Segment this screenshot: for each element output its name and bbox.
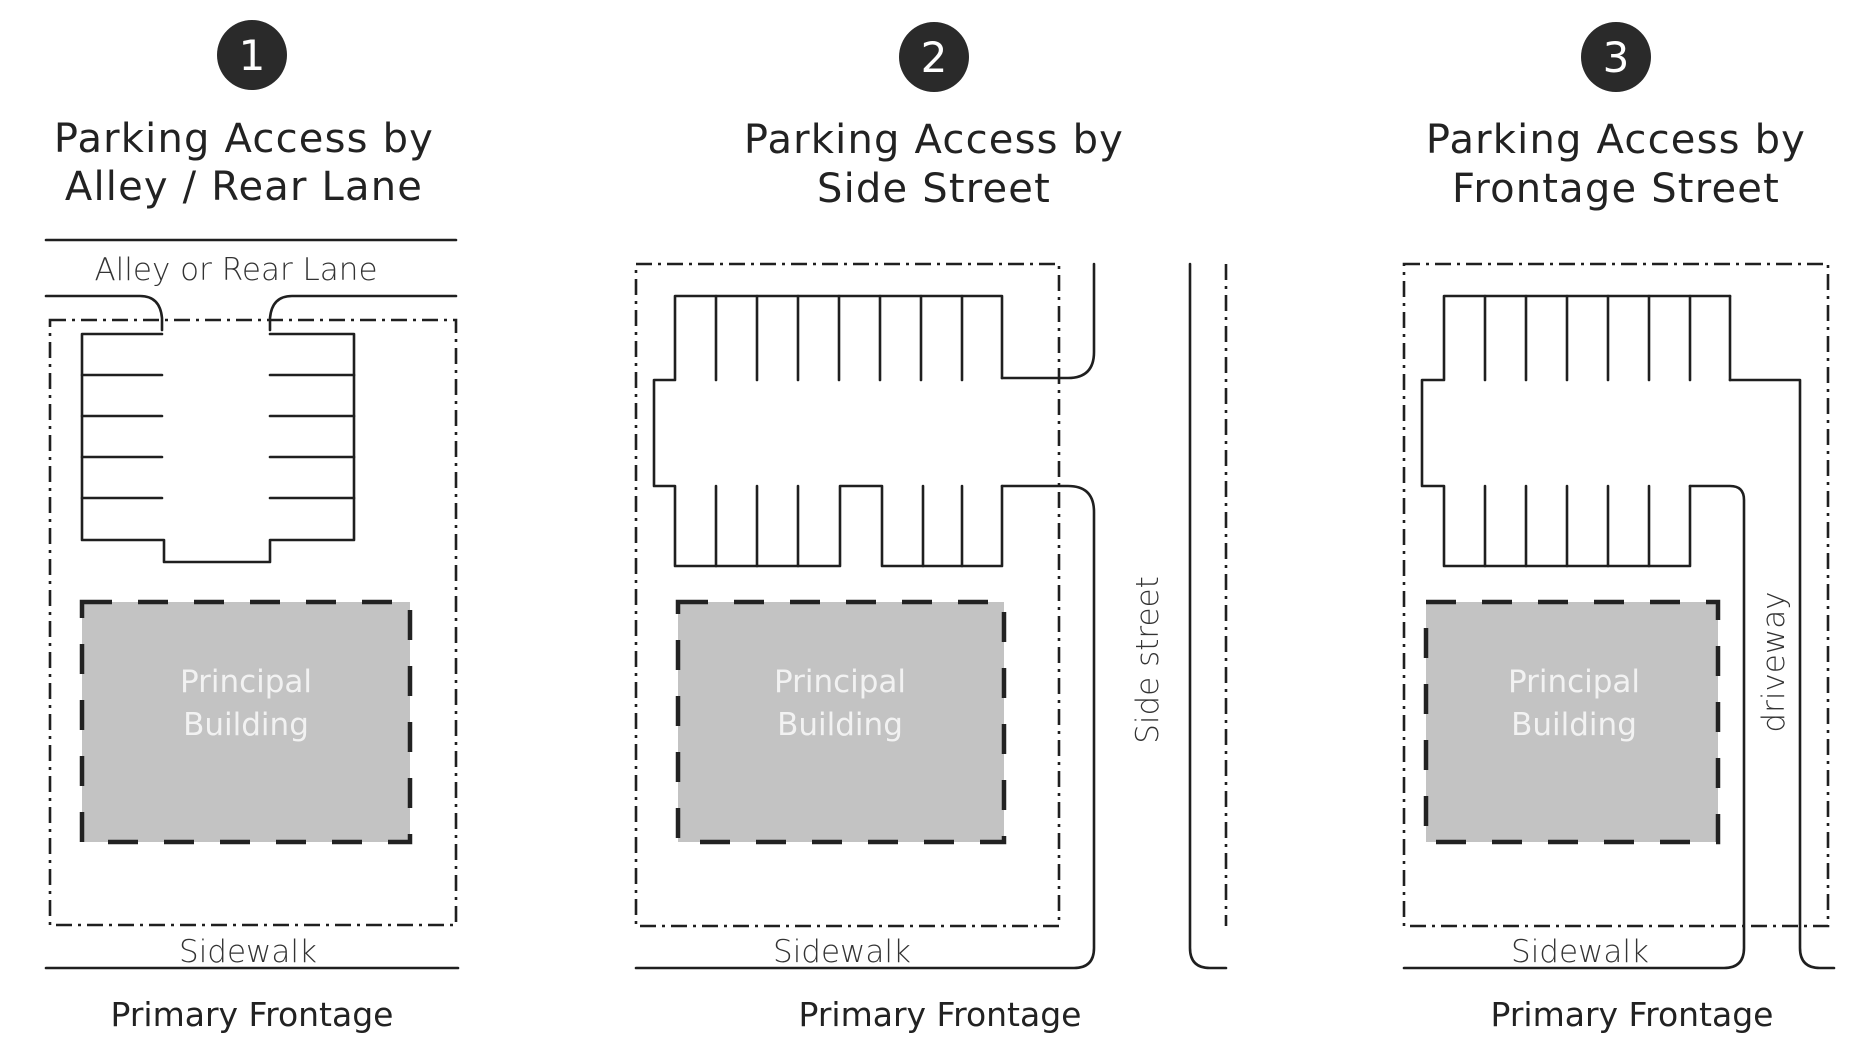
panel-title-line1: Parking Access by (744, 117, 1124, 163)
side-street-curb (1188, 262, 1228, 970)
building-outline (79, 599, 413, 845)
access-drive-upper (1000, 262, 1096, 380)
number-badge-label: 2 (921, 33, 948, 82)
parking-lot (80, 332, 356, 564)
parking-stalls-top (1483, 294, 1732, 382)
primary-frontage-label: Primary Frontage (111, 995, 394, 1034)
panel-title-line1: Parking Access by (1426, 117, 1806, 163)
principal-building (82, 602, 410, 842)
alley-edge-left (44, 294, 164, 332)
parking-stalls-left (80, 373, 164, 500)
sidewalk-label: Sidewalk (773, 934, 911, 970)
lot-line (1402, 262, 1830, 928)
number-badge (217, 20, 287, 90)
parking-stalls-bottom (1483, 484, 1651, 568)
number-badge-label: 1 (239, 31, 266, 80)
parking-lot (652, 294, 1004, 568)
number-badge (899, 22, 969, 92)
driveway-label: driveway (1756, 591, 1792, 732)
panel-side-street-access: 2 Parking Access by Side Street (634, 22, 1228, 1034)
panel-title-line1: Parking Access by (54, 116, 434, 162)
side-street-label: Side street (1130, 576, 1166, 744)
building-label-line1: Principal (180, 664, 312, 700)
parking-stalls-right (268, 373, 356, 500)
panel-frontage-street-access: 3 Parking Access by Frontage Street driv… (1402, 22, 1836, 1034)
number-badge-label: 3 (1603, 33, 1630, 82)
building-label-line1: Principal (1508, 664, 1640, 700)
lot-line (634, 262, 1061, 928)
building-label-line2: Building (777, 707, 903, 743)
driveway-left-edge (1402, 484, 1746, 970)
sidewalk-label: Sidewalk (179, 934, 317, 970)
driveway-right-edge (1728, 378, 1836, 970)
building-label-line1: Principal (774, 664, 906, 700)
building-outline (1423, 599, 1721, 845)
primary-frontage-label: Primary Frontage (799, 995, 1082, 1034)
sidewalk-label: Sidewalk (1511, 934, 1649, 970)
principal-building (1426, 602, 1718, 842)
primary-frontage-label: Primary Frontage (1491, 995, 1774, 1034)
lot-line (48, 318, 458, 927)
access-drive-lower (634, 484, 1096, 970)
building-outline (675, 599, 1007, 845)
panel-title-line2: Side Street (817, 166, 1051, 212)
parking-lot (1420, 294, 1732, 568)
panel-title-line2: Frontage Street (1452, 166, 1780, 212)
parking-stalls-top (714, 294, 964, 382)
building-label-line2: Building (1511, 707, 1637, 743)
panel-alley-access: 1 Parking Access by Alley / Rear Lane Al… (44, 20, 460, 1034)
building-label-line2: Building (183, 707, 309, 743)
number-badge (1581, 22, 1651, 92)
alley-edge-right (268, 294, 458, 332)
panel-title-line2: Alley / Rear Lane (65, 164, 423, 210)
alley-label: Alley or Rear Lane (94, 252, 377, 288)
principal-building (678, 602, 1004, 842)
parking-stalls-bottom (714, 484, 964, 568)
